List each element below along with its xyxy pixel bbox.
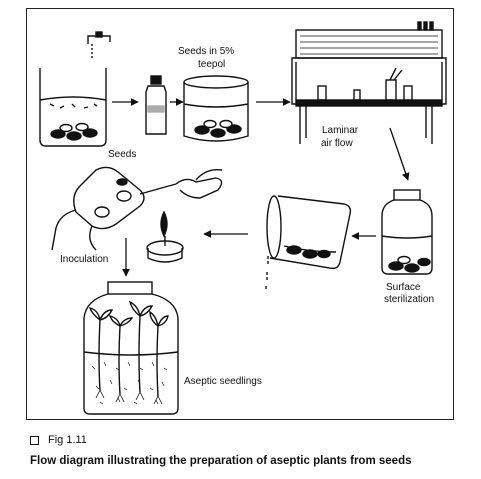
figure-number-text: Fig 1.11 <box>48 434 87 446</box>
teepol-jar-illustration <box>183 75 249 142</box>
label-seeds: Seeds <box>108 149 136 160</box>
label-laminar-1: Laminar <box>322 125 359 136</box>
arrow-hood-to-sterilization <box>389 127 410 181</box>
figure-number: Fig 1.11 <box>30 434 87 446</box>
flow-diagram: Seeds Seeds in 5% teepol <box>39 21 447 415</box>
seed-beaker-illustration <box>39 31 111 147</box>
label-laminar-2: air flow <box>321 138 353 149</box>
figure-bullet-icon <box>30 435 39 445</box>
diagram-frame <box>26 8 454 420</box>
label-seeds-in-teepol-2: teepol <box>198 59 225 70</box>
seedling-jar-illustration <box>83 281 179 415</box>
sterilization-jar-illustration <box>381 189 433 275</box>
label-inoculation: Inoculation <box>60 254 108 265</box>
figure-caption: Flow diagram illustrating the preparatio… <box>30 455 412 467</box>
label-seeds-in-teepol-1: Seeds in 5% <box>178 46 234 57</box>
laminar-flow-hood-illustration <box>291 21 447 144</box>
label-surface-1: Surface <box>386 282 421 293</box>
decanting-jar-illustration <box>265 195 352 290</box>
label-aseptic-seedlings: Aseptic seedlings <box>184 376 262 387</box>
teepol-bottle-illustration <box>145 75 167 135</box>
label-surface-2: sterilization <box>384 294 434 305</box>
inoculation-illustration <box>51 166 223 263</box>
